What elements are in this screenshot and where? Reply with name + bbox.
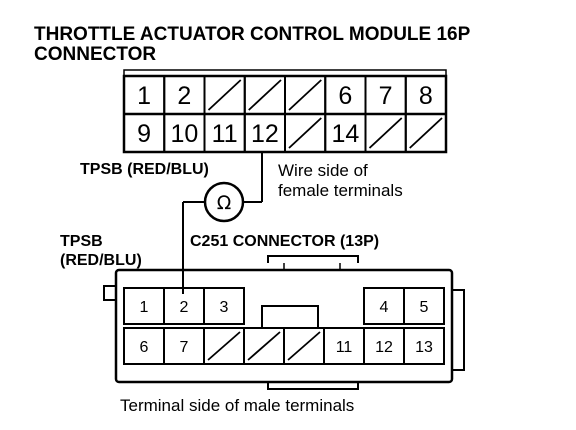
connector-16p-cavity: 10 bbox=[163, 113, 206, 153]
pin-number: 2 bbox=[180, 299, 189, 316]
cavity-outline bbox=[403, 287, 445, 325]
connector-16p-cavity bbox=[284, 113, 327, 153]
pin-number: 14 bbox=[331, 120, 359, 148]
connector-13p-cavity: 7 bbox=[163, 327, 205, 365]
wire-side-label-line2: female terminals bbox=[278, 181, 403, 200]
connector-13p-cavity bbox=[283, 327, 325, 365]
terminal-side-label: Terminal side of male terminals bbox=[120, 396, 354, 415]
pin-number: 2 bbox=[177, 82, 191, 110]
pin-number: 11 bbox=[336, 339, 353, 356]
cavity-outline bbox=[404, 113, 447, 153]
empty-cavity-mark bbox=[409, 117, 443, 149]
probe-wiring: Ω bbox=[182, 152, 263, 294]
pin-number: 1 bbox=[140, 299, 149, 316]
connector-16p-cavity bbox=[203, 75, 246, 115]
connector-16p-cavity: 2 bbox=[163, 75, 206, 115]
connector-13p-top-latch bbox=[267, 255, 359, 263]
pin-number: 5 bbox=[420, 299, 429, 316]
empty-cavity-mark bbox=[288, 79, 322, 111]
diagram-title-line2: CONNECTOR bbox=[34, 44, 156, 65]
connector-13p-bottom-latch bbox=[267, 382, 359, 390]
connector-13p-cavity bbox=[243, 327, 285, 365]
pin-number: 6 bbox=[140, 339, 149, 356]
connector-13p-cavity: 6 bbox=[123, 327, 165, 365]
empty-cavity-mark bbox=[207, 79, 242, 111]
connector-16p-cavity: 11 bbox=[203, 113, 246, 153]
connector-13p-cavity: 11 bbox=[323, 327, 365, 365]
c251-connector-label: C251 CONNECTOR (13P) bbox=[190, 233, 379, 250]
pin-number: 11 bbox=[212, 120, 238, 148]
connector-13p-left-ear bbox=[103, 285, 116, 301]
connector-13p-cavity: 4 bbox=[363, 287, 405, 325]
connector-16p-cavity: 14 bbox=[324, 113, 367, 153]
connector-13p-cavity: 5 bbox=[403, 287, 445, 325]
pin-number: 12 bbox=[251, 120, 279, 148]
cavity-outline bbox=[203, 287, 245, 325]
pin-number: 9 bbox=[137, 120, 151, 148]
pin-number: 12 bbox=[375, 339, 393, 356]
probe-label-top: TPSB (RED/BLU) bbox=[80, 161, 209, 178]
empty-cavity-mark bbox=[247, 331, 281, 361]
connector-16p-cavity bbox=[404, 113, 447, 153]
connector-16p-cavity: 12 bbox=[243, 113, 286, 153]
pin-number: 1 bbox=[137, 82, 151, 110]
connector-13p-cavity: 3 bbox=[203, 287, 245, 325]
connector-16p-cavity: 6 bbox=[324, 75, 367, 115]
empty-cavity-mark bbox=[288, 117, 322, 149]
connector-13p-right-ear bbox=[452, 289, 465, 371]
empty-cavity-mark bbox=[248, 79, 282, 111]
connector-16p-cavity bbox=[243, 75, 286, 115]
empty-cavity-mark bbox=[287, 331, 321, 361]
connector-13p-cavity: 13 bbox=[403, 327, 445, 365]
pin-number: 3 bbox=[220, 299, 229, 316]
connector-13p-cavity bbox=[203, 327, 245, 365]
diagram-title-line1: THROTTLE ACTUATOR CONTROL MODULE 16P bbox=[34, 24, 471, 45]
pin-number: 6 bbox=[338, 82, 352, 110]
connector-16p-cavity bbox=[284, 75, 327, 115]
connector-16p-cavity: 1 bbox=[123, 75, 166, 115]
cavity-outline bbox=[403, 327, 445, 365]
probe-label-left-line1: TPSB bbox=[60, 233, 103, 250]
connector-13p-cavity: 12 bbox=[363, 327, 405, 365]
connector-16p-cavity: 8 bbox=[404, 75, 447, 115]
pin-number: 8 bbox=[419, 82, 433, 110]
connector-13p-shell bbox=[114, 268, 454, 384]
pin-number: 7 bbox=[180, 339, 189, 356]
wire-side-label-line1: Wire side of bbox=[278, 161, 368, 180]
empty-cavity-mark bbox=[368, 117, 403, 149]
connector-16p-cavity: 9 bbox=[123, 113, 166, 153]
pin-number: 7 bbox=[379, 82, 393, 110]
ohmmeter-symbol: Ω bbox=[217, 192, 232, 214]
connector-16p-cavity bbox=[364, 113, 407, 153]
empty-cavity-mark bbox=[207, 331, 241, 361]
connector-13p-center-key bbox=[261, 305, 319, 329]
probe-label-left-line2: (RED/BLU) bbox=[60, 252, 142, 269]
pin-number: 10 bbox=[170, 120, 198, 148]
connector-16p-cavity: 7 bbox=[364, 75, 407, 115]
pin-number: 4 bbox=[380, 299, 389, 316]
connector-13p-cavity: 1 bbox=[123, 287, 165, 325]
pin-number: 13 bbox=[415, 339, 433, 356]
